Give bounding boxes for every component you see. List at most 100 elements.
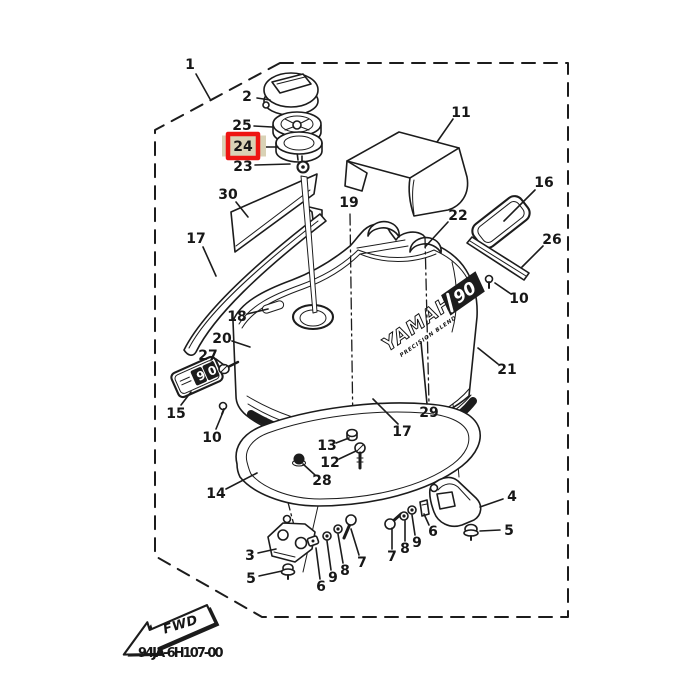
- part-callout-14[interactable]: 14: [206, 486, 226, 502]
- part-callout-16[interactable]: 16: [534, 175, 553, 191]
- part-callout-10[interactable]: 10: [509, 291, 529, 307]
- part-callout-29[interactable]: 29: [419, 405, 438, 421]
- part-callout-10[interactable]: 10: [202, 430, 222, 446]
- centerline-29: [424, 236, 430, 405]
- part-callout-15[interactable]: 15: [166, 406, 185, 422]
- screw-12: [354, 442, 366, 470]
- part-callout-28[interactable]: 28: [312, 473, 331, 489]
- leader-line-13: [335, 437, 350, 444]
- part-callout-5[interactable]: 5: [504, 523, 514, 539]
- leader-line-8: [337, 533, 344, 564]
- washer-6-left: [306, 535, 320, 547]
- leader-line-18: [246, 308, 269, 315]
- leader-line-1: [195, 73, 211, 100]
- part-callout-19[interactable]: 19: [339, 195, 358, 211]
- part-callout-6[interactable]: 6: [316, 579, 326, 595]
- leader-line-28: [302, 463, 316, 476]
- fuel-cap-assembly: [262, 72, 323, 174]
- part-callout-30[interactable]: 30: [218, 187, 238, 203]
- part-callout-18[interactable]: 18: [227, 309, 246, 325]
- part-callout-22[interactable]: 22: [448, 208, 467, 224]
- part-callout-2[interactable]: 2: [242, 89, 252, 105]
- part-callout-9[interactable]: 9: [412, 535, 422, 551]
- part-callout-21[interactable]: 21: [497, 362, 516, 378]
- leader-line-17: [202, 246, 217, 277]
- part-callout-8[interactable]: 8: [400, 541, 410, 557]
- model-badge-band: [441, 271, 485, 316]
- leader-line-20: [231, 340, 251, 348]
- leader-line-23: [254, 163, 291, 166]
- part-callout-17[interactable]: 17: [392, 424, 411, 440]
- bolt-5-left: [280, 563, 296, 580]
- part-callout-1[interactable]: 1: [185, 57, 195, 73]
- centerline-19: [349, 213, 354, 433]
- leader-line-11: [436, 118, 454, 143]
- nut-9-left: [322, 531, 332, 541]
- part-callout-7[interactable]: 7: [357, 555, 367, 571]
- part-callout-12[interactable]: 12: [320, 455, 339, 471]
- leader-line-5: [479, 529, 501, 532]
- leader-line-4: [479, 498, 504, 508]
- drawing-code: 94JA-6H107-00: [138, 646, 224, 661]
- leader-line-22: [424, 221, 449, 248]
- nut-8-right: [399, 511, 409, 521]
- latch-lever: [428, 476, 482, 528]
- leader-line-5: [258, 570, 283, 577]
- part-callout-26[interactable]: 26: [542, 232, 561, 248]
- leader-line-3: [257, 548, 277, 554]
- part-callout-17[interactable]: 17: [186, 231, 205, 247]
- nut-13: [346, 428, 358, 442]
- latch-bracket: [267, 514, 316, 563]
- hook-6-right: [419, 499, 430, 517]
- part-callout-20[interactable]: 20: [212, 331, 232, 347]
- leader-line-25: [253, 125, 273, 128]
- part-callout-4[interactable]: 4: [507, 489, 517, 505]
- leader-line-16: [503, 189, 536, 222]
- nut-9-right: [407, 505, 417, 515]
- nut-8-left: [333, 524, 343, 534]
- filler-strip: [300, 175, 318, 314]
- leader-line-29: [420, 341, 428, 405]
- highlight-box[interactable]: [225, 131, 261, 161]
- part-callout-5[interactable]: 5: [246, 571, 256, 587]
- model-badge-emblem: 90: [170, 355, 224, 399]
- diagram-dashed-border: [154, 62, 569, 618]
- part-callout-27[interactable]: 27: [198, 348, 217, 364]
- leader-line-30: [235, 201, 249, 218]
- dome-bolt-28: [292, 453, 306, 467]
- part-callout-9[interactable]: 9: [328, 570, 338, 586]
- part-callout-8[interactable]: 8: [340, 563, 350, 579]
- part-callout-6[interactable]: 6: [428, 524, 438, 540]
- leader-line-27: [215, 358, 225, 366]
- part-callout-13[interactable]: 13: [317, 438, 336, 454]
- cap-packing-ring: [275, 131, 323, 163]
- leader-line-10: [215, 411, 224, 430]
- leader-line-14: [225, 472, 258, 490]
- leader-line-9: [411, 514, 416, 536]
- cap-retainer-pin: [296, 155, 310, 174]
- leader-line-6: [315, 547, 321, 580]
- leader-line-7: [350, 528, 360, 556]
- part-callout-23[interactable]: 23: [233, 159, 252, 175]
- leader-line-10: [494, 282, 512, 295]
- bolt-7-right: [384, 512, 403, 530]
- part-callout-11[interactable]: 11: [451, 105, 470, 121]
- leader-line-26: [521, 245, 544, 268]
- part-callout-3[interactable]: 3: [245, 548, 255, 564]
- air-intake-cover: [344, 131, 469, 217]
- side-molding-strip: [183, 213, 327, 356]
- part-callout-25[interactable]: 25: [232, 118, 251, 134]
- leader-line-12: [338, 450, 357, 460]
- bolt-7-left: [342, 514, 357, 540]
- leader-line-9: [326, 540, 332, 571]
- part-callout-24[interactable]: 24: [233, 139, 253, 155]
- grommet-right: [484, 274, 494, 289]
- leader-line-15: [180, 391, 192, 406]
- leader-line-2: [256, 97, 271, 101]
- part-callout-7[interactable]: 7: [387, 549, 397, 565]
- bolt-5-right: [463, 523, 479, 541]
- leader-line-17: [372, 398, 399, 425]
- callout-layer: 1225242330171911221626102118202715101413…: [166, 57, 561, 595]
